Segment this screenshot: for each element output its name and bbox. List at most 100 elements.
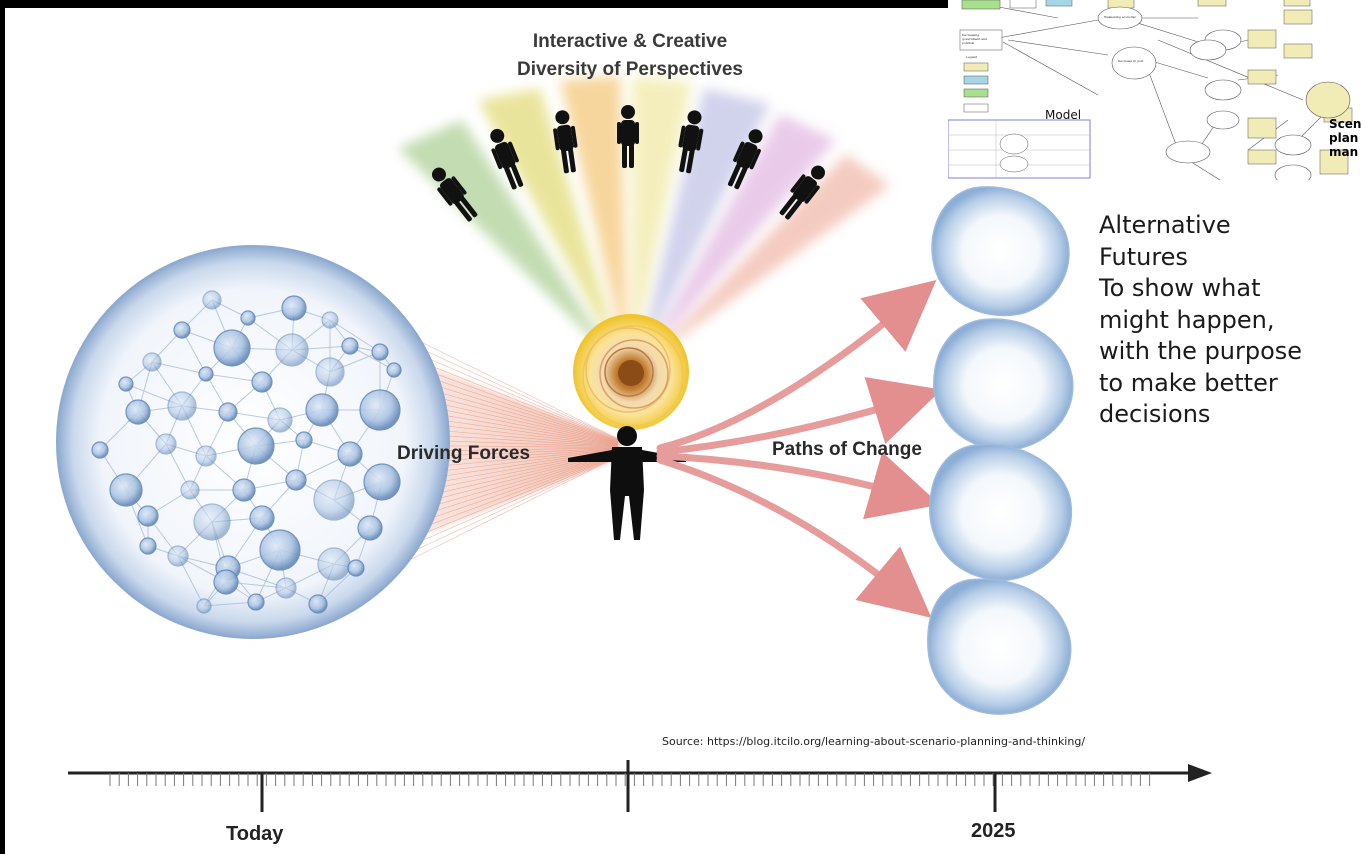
force-node <box>139 537 157 555</box>
future-bubble-2 <box>933 318 1074 451</box>
person-silhouette-6 <box>727 129 763 190</box>
force-node <box>247 593 265 611</box>
force-node <box>118 376 134 392</box>
scenario-caption-line-3: man <box>1329 145 1359 159</box>
ray-rose <box>646 154 890 362</box>
force-node <box>202 290 222 310</box>
force-node <box>198 366 214 382</box>
ray-cream <box>632 76 692 362</box>
force-node <box>321 311 339 329</box>
svg-text:Decrease in govt: Decrease in govt <box>1118 59 1144 63</box>
force-node <box>359 389 401 431</box>
force-node <box>357 515 383 541</box>
people-silhouettes <box>431 105 826 222</box>
svg-text:Decreasing: Decreasing <box>962 33 979 37</box>
timeline-label-today: Today <box>226 823 284 845</box>
force-node <box>240 310 256 326</box>
person-silhouette-2 <box>490 128 524 190</box>
person-silhouette-7 <box>779 165 826 220</box>
svg-text:Weakening economic: Weakening economic <box>1104 15 1136 19</box>
scenario-caption-line-1: Scen <box>1329 117 1362 131</box>
header-line-2: Diversity of Perspectives <box>516 59 743 80</box>
force-node <box>180 480 200 500</box>
alternative-futures-text: Alternative Futures To show what might h… <box>1099 210 1359 431</box>
force-node <box>167 545 189 567</box>
force-node <box>308 594 328 614</box>
force-node <box>317 547 351 581</box>
timeline-arrowhead <box>1188 764 1212 782</box>
svg-text:government and: government and <box>962 37 987 41</box>
scenario-caption-line-2: plan <box>1329 131 1359 145</box>
force-node <box>142 352 162 372</box>
scenario-model-inset: Decreasing government and political Lege… <box>948 0 1365 180</box>
force-node <box>275 333 309 367</box>
perspectives-header: Interactive & Creative Diversity of Pers… <box>470 28 790 84</box>
force-node <box>341 337 359 355</box>
alt-line-6: to make better <box>1099 368 1278 397</box>
forces-sphere <box>56 245 450 639</box>
force-node <box>125 399 151 425</box>
force-node <box>218 402 238 422</box>
force-node <box>267 407 293 433</box>
force-node <box>371 343 389 361</box>
force-node <box>337 441 363 467</box>
ray-orange <box>560 76 628 362</box>
force-node <box>193 503 231 541</box>
alt-line-2: Futures <box>1099 242 1188 271</box>
force-node <box>155 433 177 455</box>
alt-line-1: Alternative <box>1099 211 1231 239</box>
inset-model-label: Model <box>1045 108 1082 122</box>
force-node <box>347 559 365 577</box>
force-node <box>285 469 307 491</box>
svg-text:political: political <box>962 41 974 45</box>
central-person-silhouette <box>568 426 686 540</box>
force-node <box>275 577 297 599</box>
alt-line-5: with the purpose <box>1099 337 1303 365</box>
future-bubble-4 <box>927 578 1072 715</box>
source-citation: Source: https://blog.itcilo.org/learning… <box>662 735 1086 748</box>
force-node <box>137 505 159 527</box>
force-node <box>213 569 239 595</box>
future-bubble-3 <box>929 443 1073 581</box>
arrow-future-2 <box>656 377 942 456</box>
force-node <box>109 473 143 507</box>
force-node <box>167 391 197 421</box>
future-bubble-1 <box>931 186 1070 317</box>
force-node <box>295 431 313 449</box>
top-black-bar <box>0 0 960 8</box>
arrow-future-4 <box>656 456 932 618</box>
ray-violet <box>642 114 836 362</box>
timeline-axis <box>68 760 1212 812</box>
force-node <box>249 505 275 531</box>
force-node <box>213 329 251 367</box>
force-node <box>363 463 401 501</box>
alt-line-3: To show what <box>1099 274 1261 302</box>
arrow-future-1 <box>656 279 937 452</box>
force-node <box>305 393 339 427</box>
left-black-bar <box>0 0 5 854</box>
paths-of-change-label: Paths of Change <box>772 439 922 460</box>
force-node <box>91 441 109 459</box>
force-node <box>313 479 355 521</box>
force-node <box>173 321 191 339</box>
force-node <box>259 529 301 571</box>
force-node <box>196 598 212 614</box>
force-node <box>281 295 307 321</box>
force-node <box>237 427 275 465</box>
person-silhouette-4 <box>617 105 639 168</box>
header-line-1: Interactive & Creative <box>532 31 728 52</box>
force-node <box>315 357 345 387</box>
driving-forces-label: Driving Forces <box>397 443 531 464</box>
alt-line-7: decisions <box>1099 400 1211 428</box>
swirl-vortex <box>573 314 689 430</box>
person-silhouette-1 <box>431 167 478 222</box>
force-node <box>386 362 402 378</box>
paths-of-change-arrows <box>656 279 942 618</box>
force-node <box>232 478 256 502</box>
inset-scenario-caption: Scen plan man <box>1329 117 1361 159</box>
alt-line-4: might happen, <box>1099 305 1275 334</box>
person-silhouette-5 <box>678 110 704 174</box>
inset-legend: Legend <box>966 55 977 59</box>
person-silhouette-3 <box>553 110 578 174</box>
